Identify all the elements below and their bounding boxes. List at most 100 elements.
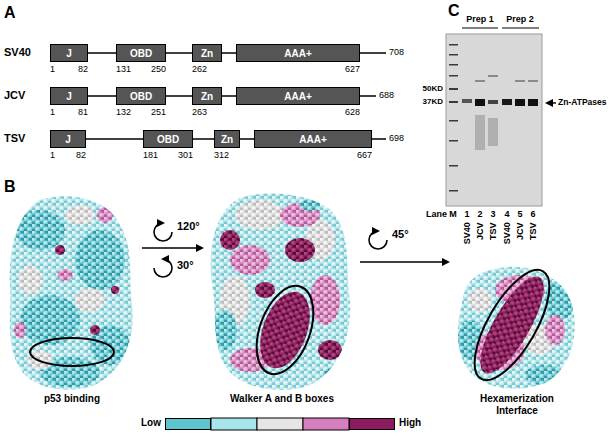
lane-sample: JCV: [515, 222, 525, 240]
domain-label: AAA+: [284, 48, 312, 59]
lane-number: 4: [504, 209, 509, 219]
domain-label: AAA+: [284, 91, 312, 102]
row-label: TSV: [4, 132, 25, 145]
domain-box: AAA+: [254, 130, 372, 148]
rotation-angle: 120°: [177, 220, 200, 233]
residue-number: 81: [78, 107, 88, 117]
domain-label: Zn: [201, 48, 213, 59]
lane-sample: SV40: [462, 222, 472, 244]
residue-number: 667: [357, 150, 372, 160]
domain-box: AAA+: [236, 44, 360, 62]
residue-number: 312: [214, 150, 229, 160]
panel-letter: A: [4, 4, 16, 22]
panel-letter: C: [448, 2, 460, 20]
domain-box: Zn: [214, 130, 240, 148]
legend-swatch: [349, 418, 395, 430]
backbone-line: [88, 52, 116, 54]
domain-box: Zn: [192, 44, 222, 62]
domain-label: Zn: [201, 91, 213, 102]
residue-number: 82: [78, 64, 88, 74]
residue-number: 301: [178, 150, 193, 160]
lane-sample: SV40: [502, 222, 512, 244]
backbone-line: [240, 138, 254, 140]
highlight-ellipse: [30, 338, 114, 366]
domain-label: J: [65, 134, 71, 145]
residue-number: 262: [192, 64, 207, 74]
domain-box: Zn: [192, 87, 222, 105]
protein-surface: [450, 260, 585, 395]
domain-box: J: [50, 87, 88, 105]
residue-number: 628: [345, 107, 360, 117]
domain-label: Zn: [221, 134, 233, 145]
lane-number: 6: [530, 209, 535, 219]
backbone-line: [86, 138, 143, 140]
backbone-line: [222, 95, 236, 97]
lane-sample: JCV: [475, 222, 485, 240]
prep-label: Prep 1: [466, 14, 494, 24]
domain-box: OBD: [143, 130, 193, 148]
domain-label: J: [66, 48, 72, 59]
residue-number: 708: [389, 47, 404, 57]
marker-size: 37KD: [423, 97, 443, 106]
domain-label: OBD: [130, 48, 152, 59]
protein-surface: [200, 185, 360, 395]
gel-image: [446, 28, 556, 206]
domain-box: J: [50, 44, 88, 62]
residue-number: 1: [50, 64, 55, 74]
lane-number: 1: [464, 209, 469, 219]
row-label: SV40: [4, 46, 31, 59]
residue-number: 1: [50, 150, 55, 160]
lane-number: 2: [477, 209, 482, 219]
view-caption: p53 binding: [44, 393, 100, 405]
legend-text: Low: [141, 417, 161, 429]
view-caption: Hexamerization Interface: [471, 393, 563, 416]
marker-size: 50KD: [423, 84, 443, 93]
domain-label: AAA+: [299, 134, 327, 145]
residue-number: 263: [192, 107, 207, 117]
row-label: JCV: [4, 89, 25, 102]
residue-number: 688: [379, 90, 394, 100]
view-caption: Walker A and B boxes: [230, 393, 334, 405]
residue-number: 131: [116, 64, 131, 74]
rotation-angle: 30°: [177, 259, 194, 272]
residue-number: 250: [151, 64, 166, 74]
prep-label: Prep 2: [506, 14, 534, 24]
domain-box: J: [50, 130, 86, 148]
backbone-line: [193, 138, 214, 140]
legend-swatch: [165, 418, 211, 430]
backbone-line: [166, 52, 192, 54]
highlight-ellipse: [246, 278, 324, 382]
residue-number: 1: [50, 107, 55, 117]
residue-number: 698: [389, 133, 404, 143]
legend-text: High: [399, 417, 421, 429]
band-label: Zn-ATPases: [558, 98, 607, 108]
color-scale: [211, 418, 349, 430]
lane-sample: TSV: [528, 222, 538, 240]
lane-number: M: [449, 209, 457, 219]
highlight-ellipse: [460, 259, 564, 390]
lane-sample: TSV: [488, 222, 498, 240]
residue-number: 627: [345, 64, 360, 74]
rotation-angle: 45°: [392, 228, 409, 241]
residue-number: 132: [116, 107, 131, 117]
domain-label: OBD: [130, 91, 152, 102]
domain-label: J: [66, 91, 72, 102]
lane-number: 5: [517, 209, 522, 219]
backbone-line: [88, 95, 116, 97]
backbone-line: [222, 52, 236, 54]
domain-box: OBD: [116, 87, 166, 105]
domain-box: AAA+: [236, 87, 360, 105]
protein-surface: [0, 185, 145, 395]
domain-label: OBD: [157, 134, 179, 145]
residue-number: 251: [151, 107, 166, 117]
backbone-line: [166, 95, 192, 97]
residue-number: 82: [76, 150, 86, 160]
lane-heading: Lane: [426, 209, 447, 219]
lane-number: 3: [490, 209, 495, 219]
panel-letter: B: [4, 178, 16, 196]
domain-box: OBD: [116, 44, 166, 62]
residue-number: 181: [143, 150, 158, 160]
